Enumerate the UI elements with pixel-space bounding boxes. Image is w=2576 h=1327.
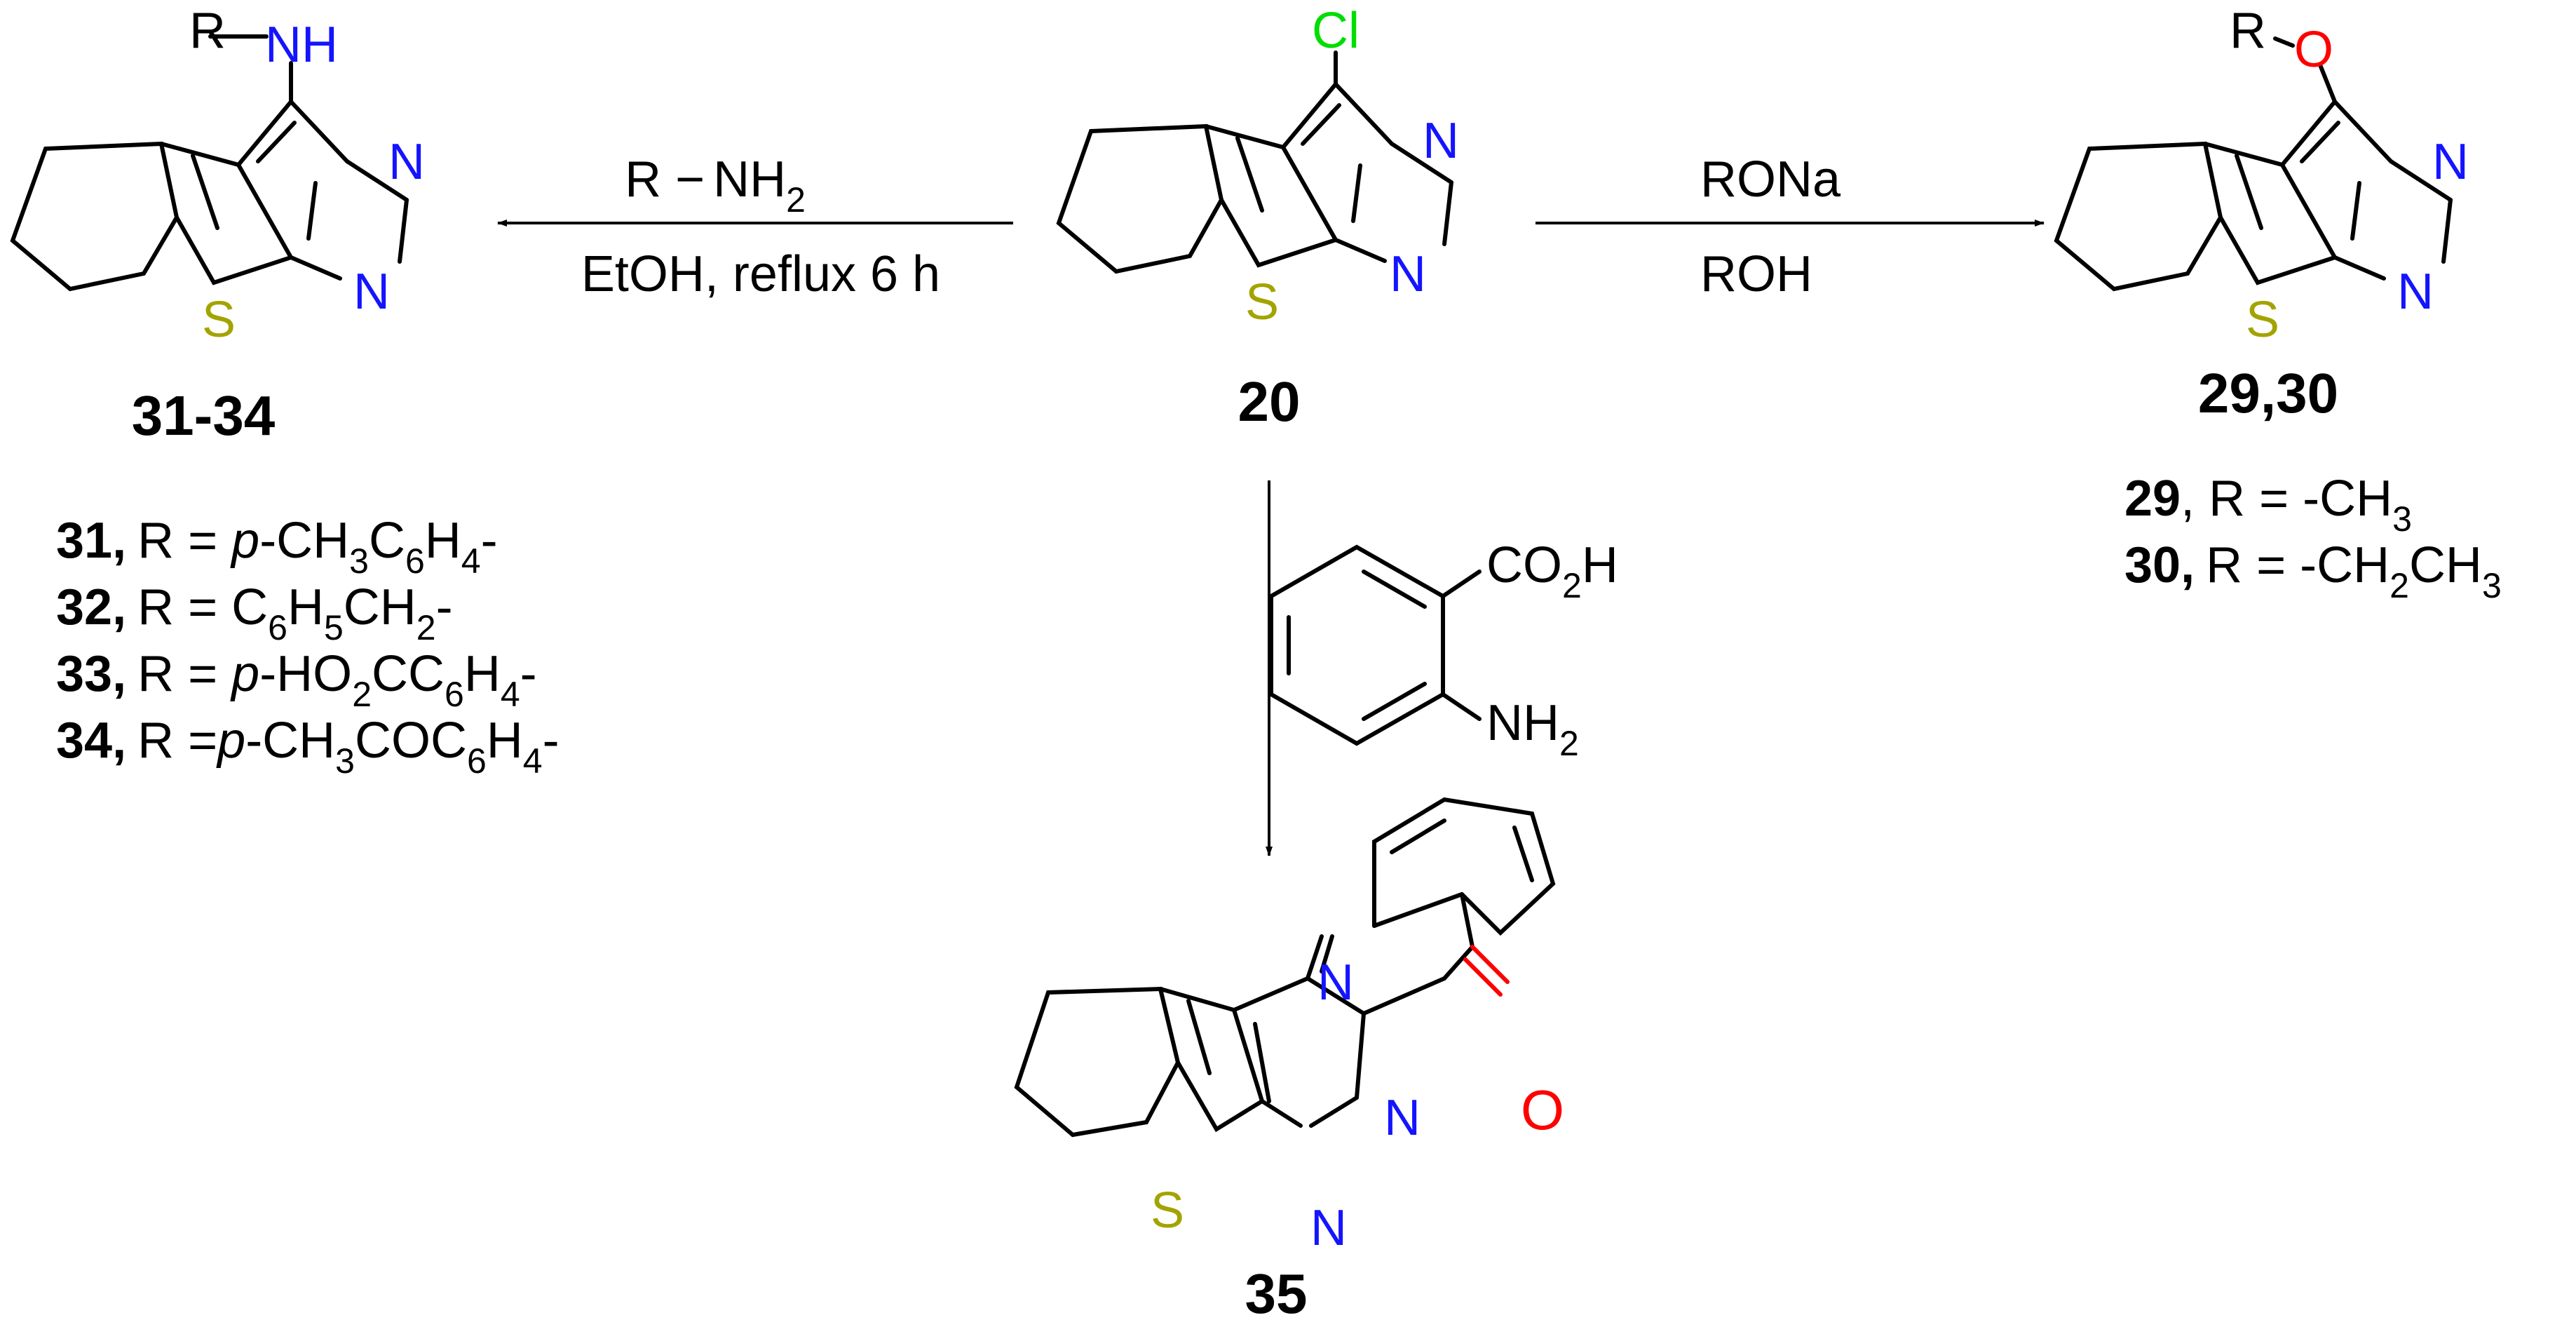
sulfur-atom-label: S (202, 292, 236, 348)
ether-reagent-label: RONa (1700, 151, 1841, 208)
amine-reagent-label: R−NH2 (625, 151, 806, 220)
sulfur-atom-label: S (2246, 292, 2279, 348)
nitrogen-atom-label: N (2397, 264, 2434, 320)
nitrogen-atom-label: N (388, 134, 425, 190)
amine-condition-label: EtOH, reflux 6 h (581, 246, 940, 302)
sulfur-atom-label: S (1245, 274, 1279, 330)
compound-29-30-structure (2054, 36, 2453, 292)
nitrogen-atom-label: N (2432, 134, 2469, 190)
substituent-line: 33,R = p-HO2CC6H4- (56, 646, 537, 714)
oxygen-atom-label: O (2294, 22, 2333, 78)
r-group-label: R (189, 3, 226, 59)
compound-number: 34, (56, 713, 126, 769)
substituent-line: 31,R = p-CH3C6H4- (56, 513, 498, 581)
compound-31-34-structure (10, 34, 409, 292)
substituent-line: 34,R =p-CH3COC6H4- (56, 713, 560, 781)
compound-35-structure (1014, 797, 1556, 1138)
nitrogen-atom-label: N (1317, 955, 1354, 1011)
sulfur-atom-label: S (1151, 1183, 1184, 1239)
compound-number: 30, (2124, 537, 2195, 593)
compound-20-structure (1056, 50, 1453, 274)
nitrogen-atom-label: N (1384, 1090, 1421, 1146)
compound-number-20: 20 (1238, 370, 1301, 433)
substituent-line: 30,R = -CH2CH3 (2124, 537, 2502, 605)
compound-number: 33, (56, 646, 126, 702)
carboxylic-acid-label: CO2H (1486, 537, 1618, 605)
amine-nh-label: NH (265, 17, 338, 73)
r-group-label: R (2230, 3, 2266, 59)
compound-number-31-34: 31-34 (132, 384, 276, 447)
carbonyl-oxygen-label: O (1521, 1079, 1564, 1141)
compound-number: 32, (56, 579, 126, 635)
nitrogen-atom-label: N (1390, 246, 1426, 302)
amino-group-label: NH2 (1486, 695, 1579, 763)
ether-solvent-label: ROH (1700, 246, 1812, 302)
compound-number: 31, (56, 513, 126, 569)
anthranilic-acid-structure (1269, 544, 1482, 746)
nitrogen-atom-label: N (1423, 113, 1459, 169)
substituent-line: 29, R = -CH3 (2124, 471, 2412, 539)
nitrogen-atom-label: N (1310, 1200, 1347, 1256)
compound-number-29-30: 29,30 (2198, 362, 2338, 424)
nitrogen-atom-label: N (353, 264, 390, 320)
chlorine-atom-label: Cl (1312, 3, 1360, 59)
compound-number: 29 (2124, 471, 2181, 527)
compound-number-35: 35 (1245, 1262, 1308, 1325)
substituent-line: 32,R = C6H5CH2- (56, 579, 453, 647)
substituent-list-31-34: 31,R = p-CH3C6H4-32,R = C6H5CH2-33,R = p… (56, 513, 560, 781)
